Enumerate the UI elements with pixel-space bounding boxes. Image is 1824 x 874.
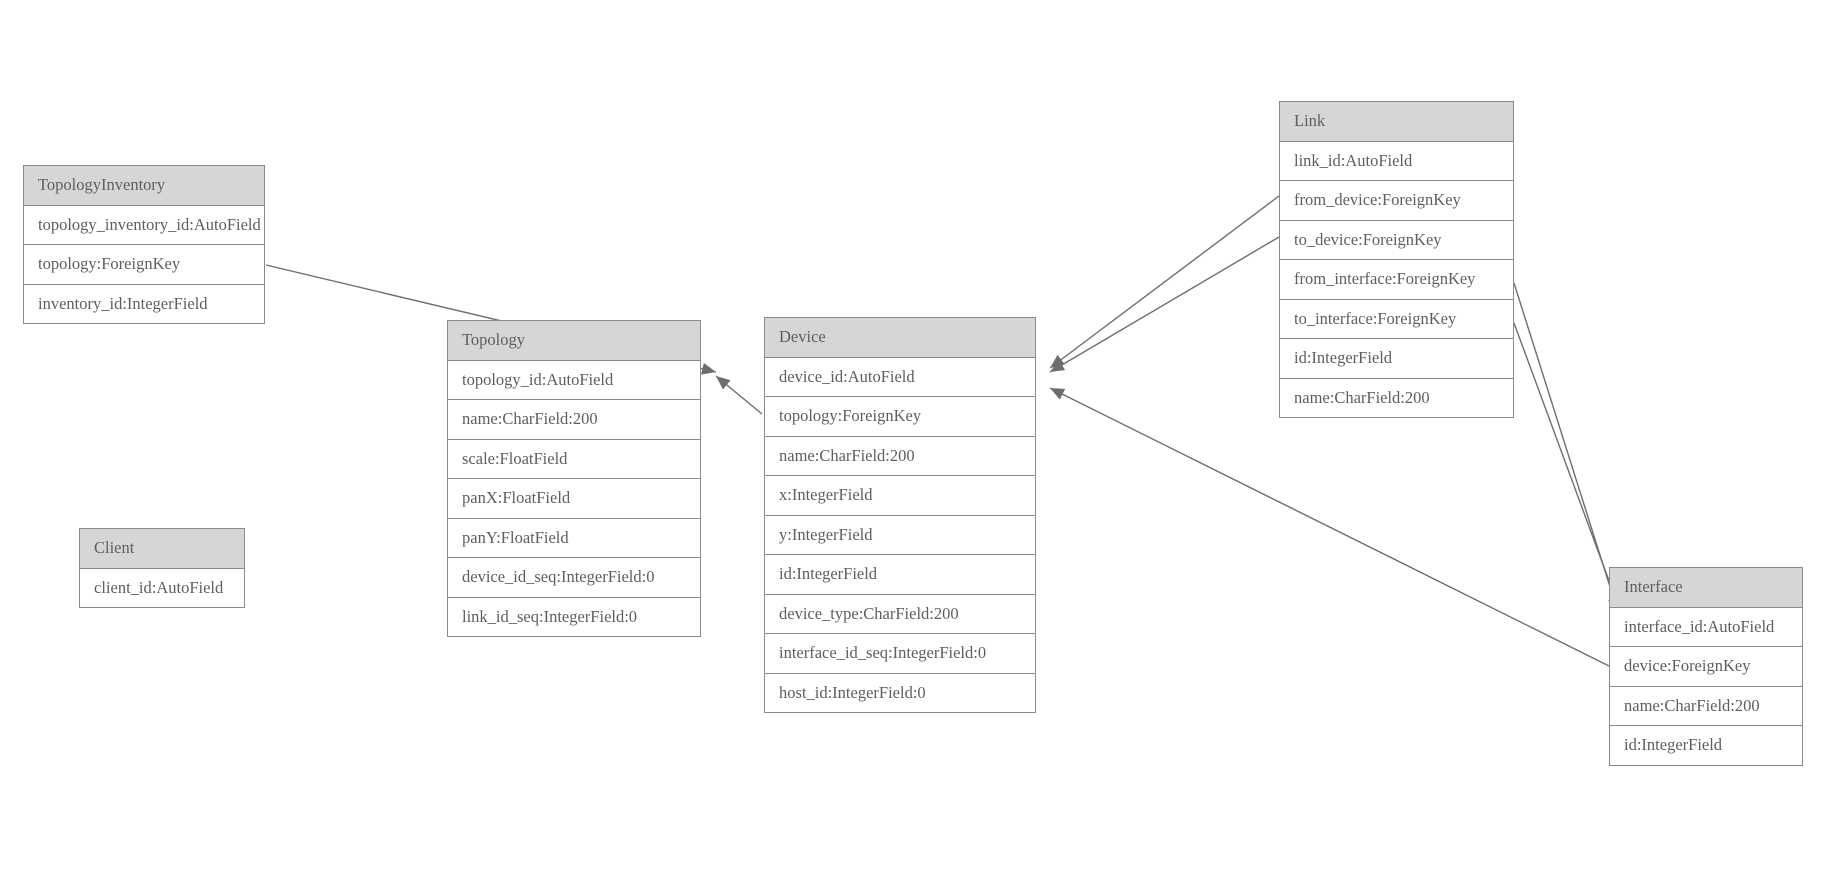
entity-field-row[interactable]: from_interface:ForeignKey <box>1280 260 1513 300</box>
edge-link-from_interface <box>1513 282 1620 613</box>
entity-field-row[interactable]: interface_id:AutoField <box>1610 608 1802 647</box>
entity-field-row[interactable]: link_id_seq:IntegerField:0 <box>462 606 638 626</box>
entity-field-row[interactable]: name:CharField:200 <box>1294 387 1430 407</box>
entity-field-row[interactable]: panY:FloatField <box>448 519 700 558</box>
edge-link-to_device <box>1049 236 1280 373</box>
entity-field-row[interactable]: inventory_id:IntegerField <box>38 293 208 313</box>
entity-field-row[interactable]: id:IntegerField <box>1624 735 1723 754</box>
entity-field-row[interactable]: device:ForeignKey <box>1610 647 1802 687</box>
entity-field-row[interactable]: topology:ForeignKey <box>24 245 264 285</box>
entity-title-client: Client <box>80 529 244 569</box>
entity-field-row[interactable]: name:CharField:200 <box>448 400 700 440</box>
entity-field-row[interactable]: device_id:AutoField <box>765 358 1035 397</box>
entity-field-row[interactable]: topology_inventory_id:AutoField <box>24 206 264 245</box>
edge-device-topology <box>715 375 763 415</box>
entity-title-interface: Interface <box>1610 568 1802 608</box>
edge-link-to_interface <box>1513 322 1623 617</box>
entity-field-row[interactable]: y:IntegerField <box>765 516 1035 555</box>
edge-link-from_device <box>1049 195 1280 369</box>
entity-title-topology_inventory: TopologyInventory <box>24 166 264 206</box>
entity-field-row[interactable]: id:IntegerField <box>1280 339 1513 379</box>
entity-title-link: Link <box>1280 102 1513 142</box>
entity-field-row[interactable]: id:IntegerField <box>765 555 1035 595</box>
entity-fields-client: client_id:AutoField <box>80 569 244 608</box>
edge-interface-device <box>1049 387 1610 667</box>
entity-title-device: Device <box>765 318 1035 358</box>
entity-field-row[interactable]: to_device:ForeignKey <box>1280 221 1513 260</box>
entity-field-row[interactable]: name:CharField:200 <box>1610 687 1802 726</box>
entity-field-row[interactable]: host_id:IntegerField:0 <box>779 682 926 702</box>
entity-client[interactable]: Client client_id:AutoField <box>79 528 245 608</box>
entity-field-row[interactable]: from_device:ForeignKey <box>1280 181 1513 221</box>
entity-field-row[interactable]: device_id_seq:IntegerField:0 <box>448 558 700 598</box>
entity-field-row[interactable]: x:IntegerField <box>765 476 1035 516</box>
entity-field-row[interactable]: name:CharField:200 <box>765 437 1035 476</box>
entity-field-row[interactable]: client_id:AutoField <box>94 577 224 597</box>
entity-field-row[interactable]: topology:ForeignKey <box>765 397 1035 437</box>
entity-field-row[interactable]: device_type:CharField:200 <box>765 595 1035 634</box>
entity-field-row[interactable]: panX:FloatField <box>448 479 700 519</box>
entity-field-row[interactable]: interface_id_seq:IntegerField:0 <box>765 634 1035 674</box>
entity-field-row[interactable]: scale:FloatField <box>448 440 700 479</box>
entity-field-row[interactable]: link_id:AutoField <box>1280 142 1513 181</box>
entity-field-row[interactable]: to_interface:ForeignKey <box>1280 300 1513 339</box>
entity-title-topology: Topology <box>448 321 700 361</box>
entity-field-row[interactable]: topology_id:AutoField <box>448 361 700 400</box>
